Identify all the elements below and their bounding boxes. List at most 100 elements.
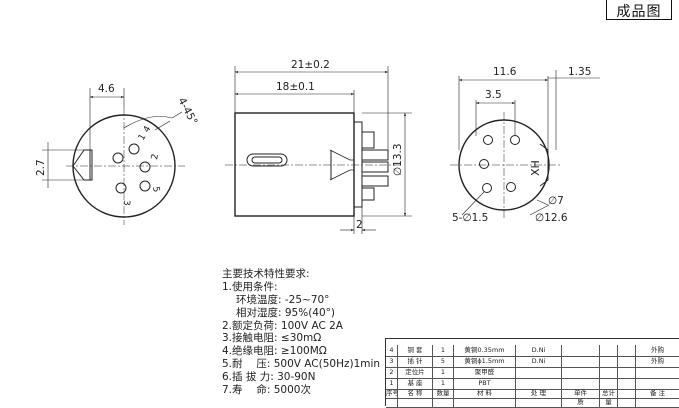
bom-cell [386,398,398,407]
bom-cell: 4 [386,345,398,356]
front-pin-3 [479,159,489,169]
bom-cell: PBT [454,378,516,389]
dim-body: 18±0.1 [276,81,315,93]
dim-key: ∅7 [548,195,564,207]
spec-line: 4.绝缘电阻: ≥100MΩ [222,345,327,358]
bom-cell: 基 座 [398,378,433,389]
spec-line: 3.接触电阻: ≤30mΩ [222,332,322,345]
bom-cell: 聚甲醛 [454,367,516,378]
bom-cell: 外购 [636,356,679,367]
bom-cell [618,378,636,389]
bom-cell: 3 [386,356,398,367]
bom-cell [618,356,636,367]
left-pin-4 [112,152,124,164]
spec-line: 7.寿 命: 5000次 [222,384,311,397]
bom-header-row: 质量 [386,398,679,408]
bom-cell [600,356,618,367]
bom-cell: 名 称 [398,389,433,398]
bom-cell: 1 [433,345,454,356]
front-end-view [450,70,600,220]
bom-cell [516,398,562,407]
front-pin-2 [510,135,520,145]
bom-cell: 铜 套 [398,345,433,356]
spec-line: 1.使用条件: [222,280,278,293]
bom-cell [636,367,679,378]
left-pin-5 [139,180,151,192]
dim-pin-dia: 5-∅1.5 [452,212,488,224]
bom-cell: 量 [600,398,618,407]
dim-overall: 21±0.2 [291,59,330,71]
bom-cell: 黄铜ϕ1.5mm [454,356,516,367]
left-pin-label-1: 1 [137,133,149,143]
bom-cell [600,378,618,389]
bom-cell [562,378,600,389]
dim-left-angle: 4-45° [175,96,199,127]
left-pin-label-5: 5 [150,186,161,193]
dim-outer: ∅12.6 [535,212,568,224]
left-pin-label-3: 3 [121,200,131,206]
bom-cell [618,398,636,407]
bom-cell: D.Ni [516,356,562,367]
stamp-box: 成品图 [606,0,672,20]
bom-cell: 定位片 [398,367,433,378]
bom-cell [562,345,600,356]
bom-cell: 插 针 [398,356,433,367]
spec-line: 相对湿度: 95%(40°) [236,306,336,319]
bom-cell: 总计 [600,389,618,398]
left-pin-2 [139,161,151,173]
left-pin-label-4: 4 [142,124,154,134]
bom-cell [618,367,636,378]
bom-cell: 备 注 [636,389,679,398]
bom-cell [562,367,600,378]
left-pin-3 [115,182,127,194]
bom-cell: 5 [433,356,454,367]
bom-cell [398,398,433,407]
bom-cell: 材 料 [454,389,516,398]
left-pin-1 [128,143,140,155]
spec-line: 2.额定负荷: 100V AC 2A [222,319,343,332]
side-view [225,66,412,234]
dim-left-top: 4.6 [98,83,115,95]
front-pin-1 [483,135,493,145]
dim-dia: ∅13.3 [392,143,404,176]
spec-line: 5.耐 压: 500V AC(50Hz)1min [222,358,381,371]
bom-cell [636,378,679,389]
bom-cell: 1 [386,378,398,389]
mark-xh: XH [529,160,542,176]
bom-cell: 1 [433,378,454,389]
bom-cell [618,389,636,398]
bom-cell: D.Ni [516,345,562,356]
bom-cell: 2 [386,367,398,378]
bom-cell [600,345,618,356]
front-pin-5 [506,182,516,192]
stamp-label: 成品图 [616,4,662,20]
dim-pitch: 3.5 [485,89,502,101]
spec-line: 环境温度: -25~70° [236,293,330,306]
bom-cell: 单件 [562,389,600,398]
dim-gap: 1.35 [568,66,591,78]
bom-cell: 质 [562,398,600,407]
dim-width: 11.6 [493,66,517,78]
dim-flange: 2 [356,219,363,231]
spec-line: 6.插 拔 力: 30-90N [222,371,316,384]
dim-left-side: 2.7 [35,159,47,176]
bom-cell: 数量 [433,389,454,398]
bom-cell [433,398,454,407]
front-pin-4 [482,183,492,193]
bom-cell: 黄铜0.35mm [454,345,516,356]
bom-cell: 处 理 [516,389,562,398]
bom-header-row: 序号名 称数量材 料处 理单件总计 备 注 [386,389,679,399]
bom-cell: 序号 [386,389,398,398]
left-end-view [42,88,185,225]
spec-title: 主要技术特性要求: [222,268,310,280]
left-pin-label-2: 2 [150,153,161,160]
bom-cell [618,345,636,356]
bom-cell [516,367,562,378]
bom-cell [562,356,600,367]
bom-cell: 外购 [636,345,679,356]
